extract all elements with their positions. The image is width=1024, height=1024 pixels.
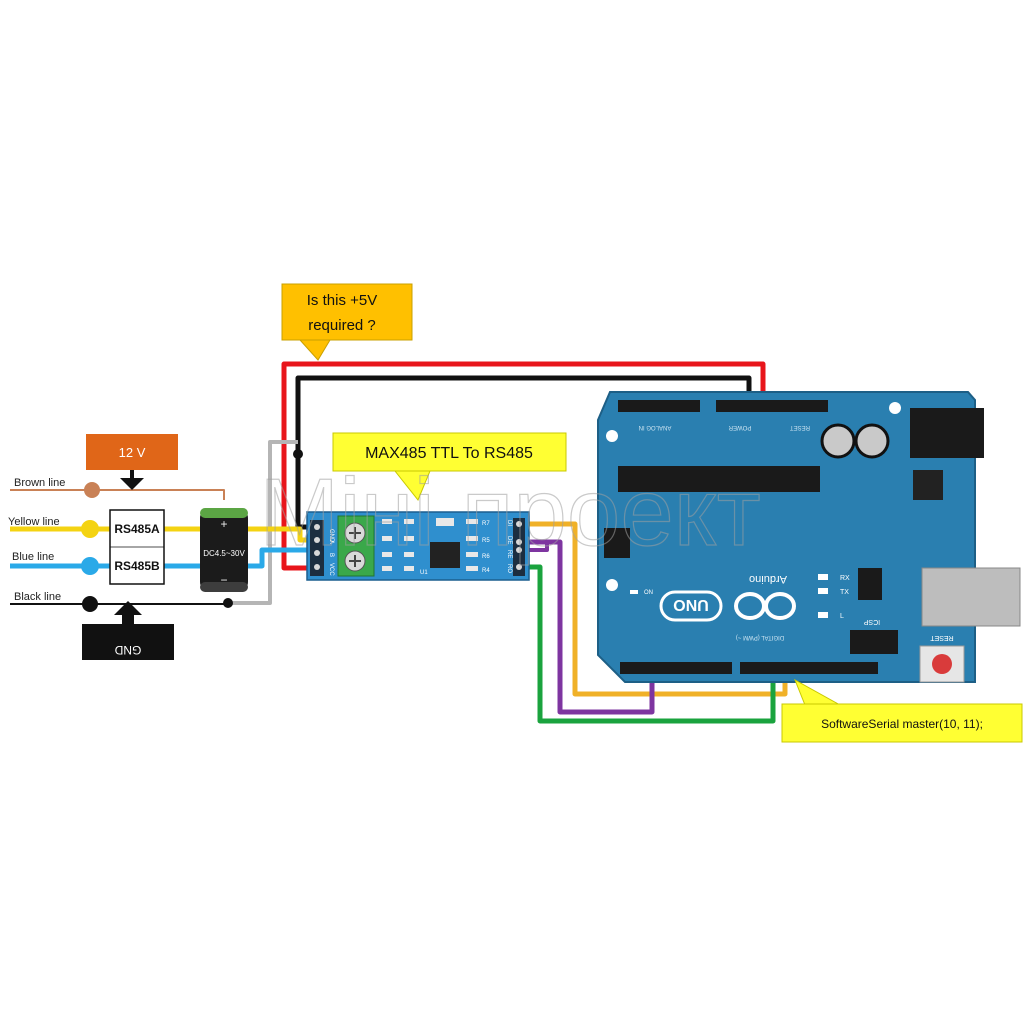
arduino-model: UNO: [673, 596, 709, 613]
module-title: MAX485 TTL To RS485: [365, 445, 533, 462]
on-label: ON: [644, 590, 653, 596]
brown-line-label: Brown line: [14, 477, 65, 489]
rs485-terminal-box: RS485A RS485B: [109, 509, 165, 585]
analog-label: ANALOG IN: [639, 424, 672, 430]
pin-de: DE: [506, 536, 512, 544]
pin-vcc: VCC: [328, 563, 334, 576]
tx-label: TX: [840, 589, 849, 596]
chip-label: U1: [420, 570, 428, 576]
red-wire: [281, 361, 766, 571]
yellow-line-dot: [81, 520, 99, 538]
dc-supply: + DC4.5~30V −: [200, 508, 248, 592]
arduino-uno-board: ANALOG IN POWER RESET Arduino UNO TX RX …: [597, 391, 1021, 683]
junction-dot: [223, 598, 233, 608]
resistor-label: R6: [482, 554, 490, 560]
pin-re: RE: [506, 550, 512, 558]
power-callout: 12 V: [86, 434, 178, 490]
junction-dots: [223, 449, 303, 608]
resistor-label: R5: [482, 538, 490, 544]
blue-line-label: Blue line: [12, 551, 54, 563]
software-serial-label: SoftwareSerial master(10, 11);: [821, 717, 983, 731]
reset-button-label: RESET: [930, 634, 954, 641]
module-title-callout: MAX485 TTL To RS485: [332, 432, 567, 501]
supply-plus: +: [220, 517, 227, 531]
resistor-label: R4: [482, 568, 490, 574]
digital-label: DIGITAL (PWM ~): [736, 634, 784, 640]
question-callout: Is this +5V required ?: [281, 283, 413, 361]
purple-wire: [514, 539, 655, 715]
watermark: Мiнi проект: [259, 459, 761, 566]
brown-wire: [10, 489, 225, 500]
l-label: L: [840, 613, 844, 620]
pin-b: B: [328, 553, 334, 557]
reset-header-label: RESET: [790, 424, 810, 430]
brown-line-dot: [84, 482, 100, 498]
power-header-label: POWER: [728, 424, 751, 430]
question-line-1: Is this +5V: [307, 292, 377, 309]
pin-di: DI: [506, 520, 512, 526]
gnd-arrow: [114, 601, 142, 624]
junction-dot: [293, 449, 303, 459]
green-wire: [514, 564, 776, 724]
rs485b-label: RS485B: [114, 559, 160, 573]
pin-a: A: [328, 540, 334, 544]
supply-minus: −: [220, 573, 227, 587]
rx-label: RX: [840, 575, 850, 582]
gnd-callout: GND: [82, 601, 174, 660]
blue-line-dot: [81, 557, 99, 575]
black-line-label: Black line: [14, 591, 61, 603]
yellow-line-label: Yellow line: [8, 516, 60, 528]
orange-wire: [514, 521, 788, 697]
arduino-infinity-logo: [734, 592, 796, 620]
supply-rating: DC4.5~30V: [203, 549, 245, 558]
gnd-label: GND: [114, 643, 141, 657]
icsp-label: ICSP: [864, 618, 881, 625]
gray-wire: [230, 440, 298, 605]
line-labels: Brown line Yellow line Blue line Black l…: [8, 477, 100, 612]
arduino-brand: Arduino: [749, 573, 787, 585]
question-line-2: required ?: [308, 317, 376, 334]
black-line-dot: [82, 596, 98, 612]
power-label: 12 V: [119, 445, 146, 460]
resistor-label: R7: [482, 521, 490, 527]
max485-module: GND A B VCC U1 R7 R5 R6 R4: [306, 511, 530, 581]
pin-gnd: GND: [328, 529, 334, 543]
software-serial-callout: SoftwareSerial master(10, 11);: [781, 678, 1023, 743]
rs485a-label: RS485A: [114, 522, 160, 536]
pin-ro: RO: [506, 564, 512, 573]
